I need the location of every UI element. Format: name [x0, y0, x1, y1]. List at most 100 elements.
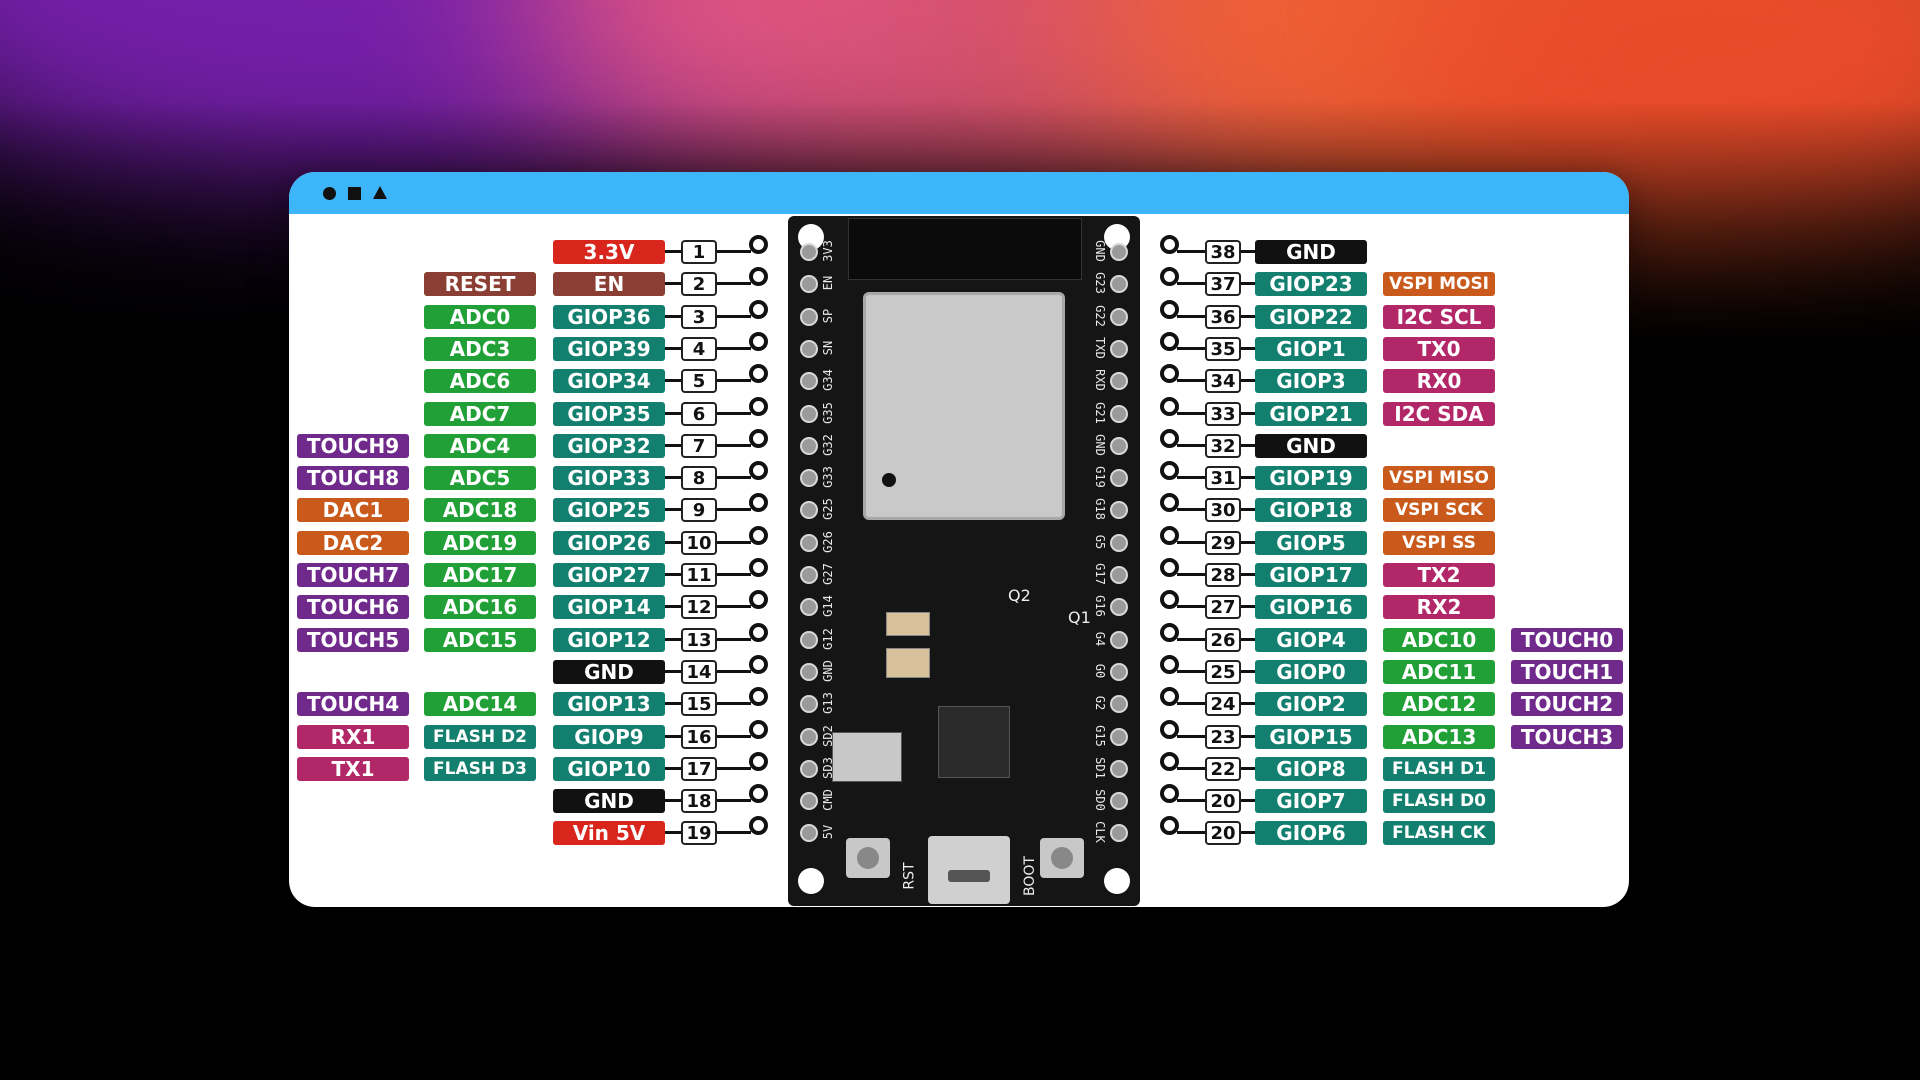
header-pad [800, 760, 818, 778]
pin-label-touch1: TOUCH1 [1511, 660, 1623, 684]
pin-label-i2c-sda: I2C SDA [1383, 402, 1495, 426]
pin-number: 14 [681, 660, 717, 684]
pin-connector-line [1177, 831, 1207, 834]
pin-label-adc17: ADC17 [424, 563, 536, 587]
pin-connector-line [665, 347, 681, 350]
pin-number: 25 [1205, 660, 1241, 684]
pin-label-giop18: GIOP18 [1255, 498, 1367, 522]
pin-connector-line [1177, 799, 1207, 802]
pin-terminal[interactable] [749, 397, 768, 416]
antenna-area [848, 218, 1082, 280]
pin-number: 19 [681, 821, 717, 845]
pin-label-rx1: RX1 [297, 725, 409, 749]
pin-label-giop32: GIOP32 [553, 434, 665, 458]
header-pad [1110, 760, 1128, 778]
pin-terminal[interactable] [749, 752, 768, 771]
pin-number: 20 [1205, 821, 1241, 845]
pin-label-touch4: TOUCH4 [297, 692, 409, 716]
pin-connector-line [1177, 250, 1207, 253]
pin-number: 9 [681, 498, 717, 522]
pin-terminal[interactable] [749, 590, 768, 609]
pin-connector-line [665, 508, 681, 511]
pin-label-vspi-miso: VSPI MISO [1383, 466, 1495, 490]
rst-label: RST [902, 862, 918, 889]
pin-terminal[interactable] [749, 461, 768, 480]
boot-button[interactable] [1040, 838, 1084, 878]
pin-connector-line [1241, 573, 1255, 576]
header-pad [800, 340, 818, 358]
pin-terminal[interactable] [749, 235, 768, 254]
pin-connector-line [1241, 444, 1255, 447]
pin-terminal[interactable] [749, 655, 768, 674]
header-pad [800, 501, 818, 519]
pin-label-giop0: GIOP0 [1255, 660, 1367, 684]
pin-terminal[interactable] [749, 784, 768, 803]
pin-connector-line [713, 315, 751, 318]
pin-label-tx0: TX0 [1383, 337, 1495, 361]
pin-connector-line [1177, 767, 1207, 770]
pin-connector-line [1177, 379, 1207, 382]
circle-icon[interactable] [323, 187, 336, 200]
pin-number: 10 [681, 531, 717, 555]
pin-label-gnd: GND [553, 789, 665, 813]
pin-connector-line [1241, 767, 1255, 770]
regulator [832, 732, 902, 782]
pin-terminal[interactable] [749, 300, 768, 319]
pin-terminal[interactable] [749, 332, 768, 351]
pin-number: 30 [1205, 498, 1241, 522]
pin-connector-line [1177, 315, 1207, 318]
pin-terminal[interactable] [749, 720, 768, 739]
pin-connector-line [665, 831, 681, 834]
pin-number: 3 [681, 305, 717, 329]
q2-label: Q2 [1008, 586, 1031, 605]
pin-label-vspi-sck: VSPI SCK [1383, 498, 1495, 522]
pin-terminal[interactable] [749, 816, 768, 835]
pin-terminal[interactable] [749, 623, 768, 642]
pin-terminal[interactable] [749, 526, 768, 545]
pin-connector-line [713, 347, 751, 350]
pin-number: 11 [681, 563, 717, 587]
pin-label-giop26: GIOP26 [553, 531, 665, 555]
pin-connector-line [665, 379, 681, 382]
header-pad [1110, 663, 1128, 681]
header-pad [1110, 631, 1128, 649]
pin-label-giop39: GIOP39 [553, 337, 665, 361]
header-pad [1110, 566, 1128, 584]
header-pad [800, 308, 818, 326]
pin-terminal[interactable] [749, 364, 768, 383]
pin-terminal[interactable] [749, 429, 768, 448]
header-pad [1110, 534, 1128, 552]
silk-label: 5V [820, 808, 836, 856]
triangle-icon[interactable] [373, 186, 387, 199]
pin-connector-line [665, 541, 681, 544]
header-pad [800, 631, 818, 649]
mounting-hole [1104, 868, 1130, 894]
usb-uart-chip [938, 706, 1010, 778]
pin-number: 24 [1205, 692, 1241, 716]
pin-label-touch3: TOUCH3 [1511, 725, 1623, 749]
esp32-pinout-diagram: Q2 Q1 RST BOOT 3V3ENSPSNG34G35G32G33G25G… [289, 214, 1629, 907]
square-icon[interactable] [348, 187, 361, 200]
pin-label-giop23: GIOP23 [1255, 272, 1367, 296]
pin-terminal[interactable] [749, 493, 768, 512]
pin-connector-line [1241, 476, 1255, 479]
pin-label-giop17: GIOP17 [1255, 563, 1367, 587]
pin-connector-line [1177, 508, 1207, 511]
pin-label-giop15: GIOP15 [1255, 725, 1367, 749]
q1-label: Q1 [1068, 608, 1091, 627]
pin-connector-line [1177, 412, 1207, 415]
reset-button[interactable] [846, 838, 890, 878]
micro-usb-port[interactable] [928, 836, 1010, 904]
pin-number: 5 [681, 369, 717, 393]
pin-label-touch8: TOUCH8 [297, 466, 409, 490]
pin-connector-line [665, 573, 681, 576]
header-pad [800, 243, 818, 261]
pin-terminal[interactable] [749, 687, 768, 706]
pin-connector-line [1241, 702, 1255, 705]
pin-number: 38 [1205, 240, 1241, 264]
pin-terminal[interactable] [749, 558, 768, 577]
header-pad [800, 275, 818, 293]
pin-terminal[interactable] [749, 267, 768, 286]
pin-connector-line [665, 605, 681, 608]
pin-number: 15 [681, 692, 717, 716]
